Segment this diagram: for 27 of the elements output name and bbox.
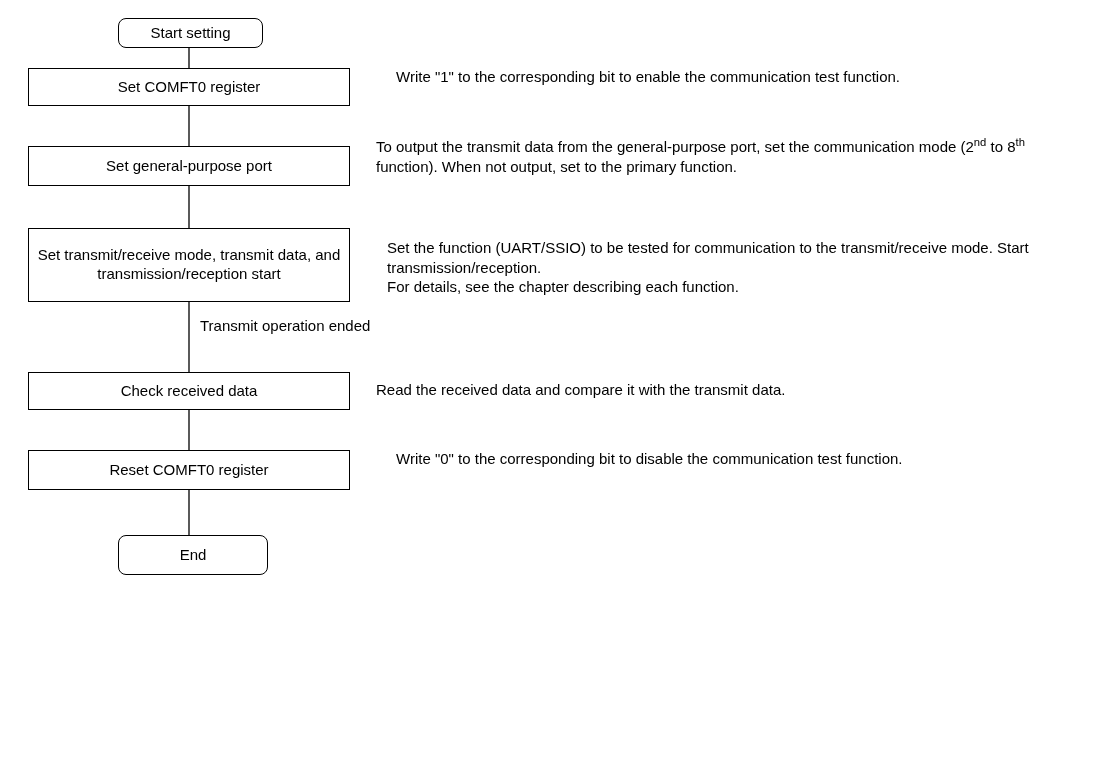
connector-line — [188, 185, 190, 229]
terminal-box — [118, 535, 268, 575]
connector-line — [188, 105, 190, 147]
node-label: End — [179, 545, 207, 565]
connector-line — [188, 47, 190, 69]
node-label: Set COMFT0 register — [117, 77, 261, 97]
description-text: For details, see the chapter describing each function. — [387, 277, 740, 297]
connector-line — [188, 409, 190, 451]
process-box — [28, 68, 350, 106]
description-text: To output the transmit data from the general-purpose port, set the communication mode (2$^{nd}$ to 8$^{th}$ function). When not output, set to the primary function. — [376, 137, 1026, 176]
process-box — [28, 372, 350, 410]
description-text: Set the function (UART/SSIO) to be tested for communication to the transmit/receive mode. Start transmission/reception. — [387, 238, 1030, 277]
process-box — [28, 146, 350, 186]
description-text: Write "1" to the corresponding bit to enable the communication test function. — [396, 67, 901, 87]
description-text: Read the received data and compare it with the transmit data. — [376, 380, 787, 400]
terminal-box — [118, 18, 263, 48]
connector-line — [188, 301, 190, 373]
process-box — [28, 228, 350, 302]
node-label: Set general-purpose port — [106, 156, 272, 176]
node-label: Reset COMFT0 register — [109, 460, 269, 480]
node-label: Check received data — [120, 381, 258, 401]
node-label: Start setting — [150, 23, 231, 43]
node-label: Set transmit/receive mode, transmit data, and transmission/reception start — [37, 246, 341, 284]
process-box — [28, 450, 350, 490]
description-text: Write "0" to the corresponding bit to disable the communication test function. — [396, 449, 904, 469]
edge-label: Transmit operation ended — [200, 317, 371, 336]
connector-line — [188, 489, 190, 536]
